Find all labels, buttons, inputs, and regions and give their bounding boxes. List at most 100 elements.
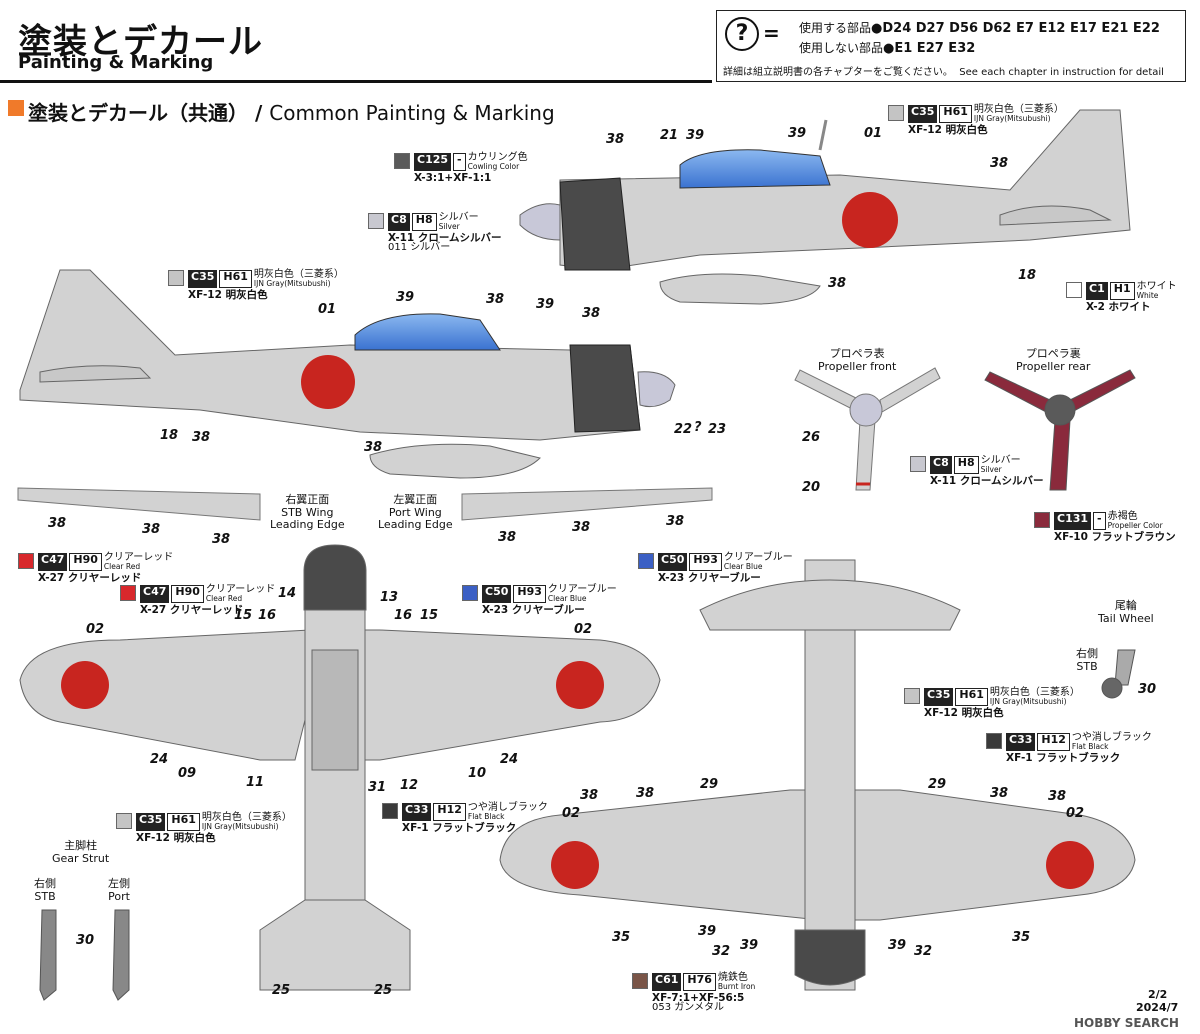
swatch-jp: クリアーブルー xyxy=(723,552,793,563)
swatch-h-code: H93 xyxy=(513,585,546,603)
parts-note-en: See each chapter in instruction for deta… xyxy=(959,67,1164,78)
hinomaru-top-right xyxy=(556,661,604,709)
swatch-name: X-23 クリヤーブルー xyxy=(658,571,761,584)
unused-parts-list: ●E1 E27 E32 xyxy=(883,41,976,56)
stb-leading-edge xyxy=(17,487,261,521)
swatch-en: IJN Gray(Mitsubushi) xyxy=(253,279,331,288)
swatch-h-code: H8 xyxy=(953,456,979,474)
section-marker xyxy=(8,100,24,116)
hinomaru-lower-side xyxy=(301,355,355,409)
swatch-en: IJN Gray(Mitsubushi) xyxy=(973,114,1051,123)
color-chip xyxy=(368,213,384,229)
callout-38: 38 xyxy=(48,516,67,531)
callout-39: 39 xyxy=(698,924,717,939)
swatch-h-code: H8 xyxy=(411,213,437,231)
callout-21: 21 xyxy=(660,128,679,143)
question-icon: ? xyxy=(725,17,759,51)
callout-38: 38 xyxy=(486,292,505,307)
swatch-name: XF-12 明灰白色 xyxy=(136,831,216,844)
swatch-h-code: H61 xyxy=(219,270,252,288)
swatch-h-code: H1 xyxy=(1109,282,1135,300)
swatch-c-code: C125 xyxy=(414,153,452,171)
swatch-en: IJN Gray(Mitsubushi) xyxy=(989,697,1067,706)
callout-39: 39 xyxy=(788,126,807,141)
callout-38: 38 xyxy=(990,786,1009,801)
color-chip xyxy=(462,585,478,601)
callout-10: 10 xyxy=(468,766,487,781)
callout-39: 39 xyxy=(396,290,415,305)
parts-box: ? = 使用する部品●D24 D27 D56 D62 E7 E12 E17 E2… xyxy=(716,10,1186,82)
swatch-jp: 焼鉄色 xyxy=(717,972,748,983)
hinomaru-bottom-left xyxy=(551,841,599,889)
swatch-h-code: H61 xyxy=(167,813,200,831)
unused-parts-label: 使用しない部品 xyxy=(799,41,884,55)
callout-31: 31 xyxy=(368,780,387,795)
swatch-h-code: H90 xyxy=(69,553,102,571)
color-chip xyxy=(904,688,920,704)
swatch-jp: 明灰白色（三菱系） xyxy=(989,687,1080,698)
swatch-extra: 011 シルバー xyxy=(388,242,451,253)
callout-15: 15 xyxy=(234,608,253,623)
watermark: HOBBY SEARCH xyxy=(1074,1016,1179,1030)
swatch-c-code: C8 xyxy=(930,456,952,474)
callout-30: 30 xyxy=(1138,682,1157,697)
hinomaru-upper-side xyxy=(842,192,898,248)
swatch-en: Silver xyxy=(438,222,460,231)
swatch-c-code: C47 xyxy=(140,585,170,603)
swatch-c-code: C61 xyxy=(652,973,682,991)
callout-35: 35 xyxy=(1012,930,1031,945)
swatch-h-code: H61 xyxy=(955,688,988,706)
swatch-h-code: - xyxy=(1093,512,1106,530)
swatch-c-code: C47 xyxy=(38,553,68,571)
swatch-jp: つや消しブラック xyxy=(1071,732,1152,743)
callout-29: 29 xyxy=(700,777,719,792)
swatch-c-code: C35 xyxy=(924,688,954,706)
callout-30: 30 xyxy=(76,933,95,948)
swatch-jp: ホワイト xyxy=(1136,281,1177,292)
callout-32: 32 xyxy=(914,944,933,959)
color-chip xyxy=(120,585,136,601)
hinomaru-top-left xyxy=(61,661,109,709)
swatch-name: XF-12 明灰白色 xyxy=(188,288,268,301)
swatch-h-code: H61 xyxy=(939,105,972,123)
callout-39: 39 xyxy=(740,938,759,953)
side-view-upper xyxy=(519,109,1131,305)
gear-struts xyxy=(39,909,130,1001)
color-chip xyxy=(986,733,1002,749)
callout-02: 02 xyxy=(1066,806,1085,821)
swatch-en: Flat Black xyxy=(467,812,505,821)
swatch-en: Silver xyxy=(980,465,1002,474)
callout-38: 38 xyxy=(192,430,211,445)
swatch-en: Burnt Iron xyxy=(717,982,756,991)
swatch-en: IJN Gray(Mitsubushi) xyxy=(201,822,279,831)
page-number: 2/2 xyxy=(1148,988,1168,1001)
callout-15: 15 xyxy=(420,608,439,623)
callout-29: 29 xyxy=(928,777,947,792)
color-chip xyxy=(632,973,648,989)
callout-13: 13 xyxy=(380,590,399,605)
callout-12: 12 xyxy=(400,778,419,793)
side-view-lower xyxy=(19,269,676,479)
page-title: 塗装とデカール xyxy=(18,22,263,62)
used-parts-list: ●D24 D27 D56 D62 E7 E12 E17 E21 E22 xyxy=(871,21,1160,36)
swatch-jp: 明灰白色（三菱系） xyxy=(201,812,292,823)
swatch-c-code: C35 xyxy=(908,105,938,123)
section-title: 塗装とデカール（共通） / Common Painting & Marking xyxy=(28,97,555,126)
callout-23: 23 xyxy=(708,422,727,437)
color-chip xyxy=(888,105,904,121)
color-chip xyxy=(1066,282,1082,298)
swatch-c-code: C8 xyxy=(388,213,410,231)
swatch-h-code: H12 xyxy=(1037,733,1070,751)
